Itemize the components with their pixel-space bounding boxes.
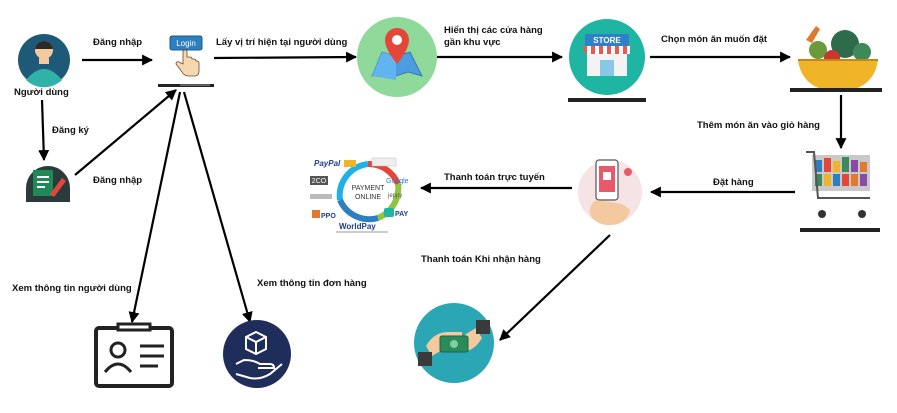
- label-view-order-info: Xem thông tin đơn hàng: [257, 278, 367, 289]
- brand-worldpay: WorldPay: [339, 222, 376, 231]
- store-icon: STORE: [568, 19, 646, 102]
- brand-2co: 2CO: [312, 178, 327, 185]
- payment-center-line2: ONLINE: [355, 194, 381, 201]
- label-pay-online: Thanh toán trực tuyến: [444, 172, 545, 183]
- user-icon: [18, 34, 70, 88]
- payment-online-icon: PAYMENT ONLINE PayPal 2CO Google jeppy P…: [310, 157, 409, 233]
- shopping-cart-icon: [800, 151, 880, 232]
- label-login-1: Đăng nhập: [93, 37, 143, 48]
- arrow-register-to-login: [74, 89, 177, 176]
- cash-payment-icon: [414, 303, 494, 383]
- user-info-card-icon: [94, 322, 174, 388]
- brand-google: Google: [386, 178, 409, 185]
- register-document-icon: [26, 166, 70, 202]
- arrow-user-to-register: [38, 99, 50, 162]
- order-info-icon: [223, 320, 291, 388]
- mobile-order-icon: [578, 159, 642, 226]
- food-bowl-icon: [790, 26, 882, 92]
- brand-ppo: PPO: [321, 213, 336, 220]
- brand-paypal: PayPal: [314, 159, 341, 168]
- label-view-user-info: Xem thông tin người dùng: [12, 283, 132, 294]
- login-hand-icon: Login: [158, 35, 214, 87]
- label-get-location: Lấy vị trí hiện tại người dùng: [216, 37, 348, 48]
- brand-onepay: PAY: [395, 211, 409, 218]
- label-user: Người dùng: [14, 87, 69, 98]
- arrow-login-to-userinfo: [128, 91, 182, 324]
- label-login-2: Đăng nhập: [93, 175, 143, 186]
- label-choose-food: Chọn món ăn muốn đặt: [661, 34, 768, 45]
- arrow-phone-to-cash: [499, 234, 611, 341]
- store-sign-text: STORE: [593, 36, 621, 45]
- arrow-login-to-map: [213, 51, 358, 63]
- label-register: Đăng ký: [52, 125, 89, 136]
- label-pay-on-delivery: Thanh toán Khi nhận hàng: [421, 254, 541, 265]
- login-button-text: Login: [176, 39, 196, 48]
- brand-jeppy: jeppy: [387, 193, 402, 199]
- label-add-to-cart: Thêm món ăn vào giỏ hàng: [697, 120, 820, 131]
- label-place-order: Đặt hàng: [713, 177, 754, 188]
- map-pin-icon: [357, 17, 437, 97]
- label-show-stores: Hiển thị các cửa hàng gần khu vực: [444, 25, 543, 48]
- payment-center-line1: PAYMENT: [352, 185, 386, 192]
- arrow-login-to-orderinfo: [182, 91, 253, 324]
